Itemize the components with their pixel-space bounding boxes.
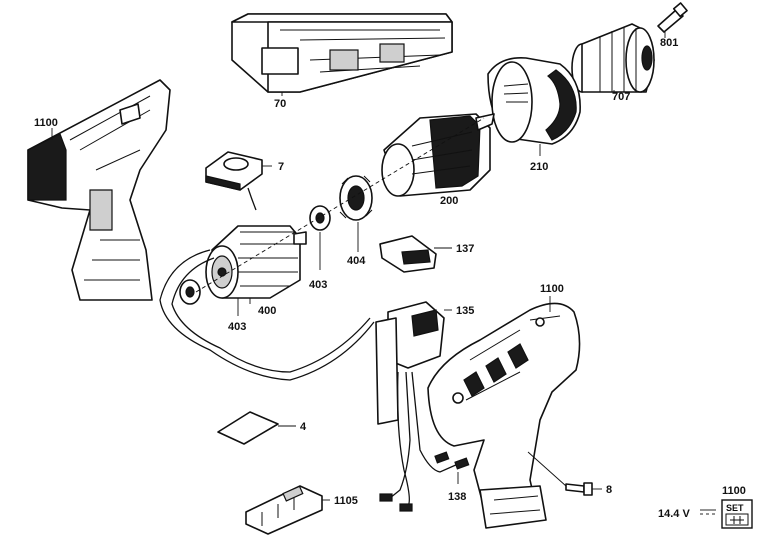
part-label-210: 210 [530, 161, 548, 173]
trigger-switch-part [375, 301, 445, 425]
wiring-harness-part [159, 249, 459, 507]
part-label-801: 801 [660, 37, 678, 49]
part-label-4: 4 [300, 421, 307, 433]
trigger-slider-part [379, 235, 437, 273]
left-housing-half-part [27, 79, 171, 301]
voltage-rating: 14.4 V [658, 508, 690, 520]
keyless-chuck-part [571, 23, 655, 93]
dc-symbol-icon [700, 509, 716, 515]
motor-part [205, 225, 307, 299]
carry-case-part [231, 13, 453, 93]
part-label-135: 135 [456, 305, 474, 317]
part-label-138: 138 [448, 491, 466, 503]
gearbox-cover-part [487, 57, 581, 145]
part-label-1100-left: 1100 [34, 117, 58, 129]
motor-spacer-part [179, 279, 201, 305]
chuck-screw-part [657, 2, 688, 33]
part-label-200: 200 [440, 195, 458, 207]
part-label-404: 404 [347, 255, 366, 267]
part-label-403-upper: 403 [309, 279, 327, 291]
part-label-400: 400 [258, 305, 276, 317]
right-housing-half-part [427, 302, 581, 529]
ring-gear-part [339, 175, 373, 221]
rating-label-part [217, 411, 279, 445]
part-label-707: 707 [612, 91, 630, 103]
gearbox-part [381, 113, 495, 197]
bearing-washer-part [309, 205, 331, 231]
set-badge-label: SET [726, 503, 744, 513]
part-label-403-lower: 403 [228, 321, 246, 333]
part-label-8: 8 [606, 484, 612, 496]
battery-terminal-part [245, 485, 323, 535]
part-label-1100-set: 1100 [722, 485, 746, 497]
wire-connector-part [379, 451, 470, 512]
set-kit-badge: SET [721, 499, 753, 529]
part-label-7: 7 [278, 161, 284, 173]
part-label-1105: 1105 [334, 495, 358, 507]
part-label-70: 70 [274, 98, 286, 110]
direction-switch-part [205, 151, 263, 211]
part-label-137: 137 [456, 243, 474, 255]
housing-screw-part [565, 482, 593, 496]
part-label-1100-right: 1100 [540, 283, 564, 295]
